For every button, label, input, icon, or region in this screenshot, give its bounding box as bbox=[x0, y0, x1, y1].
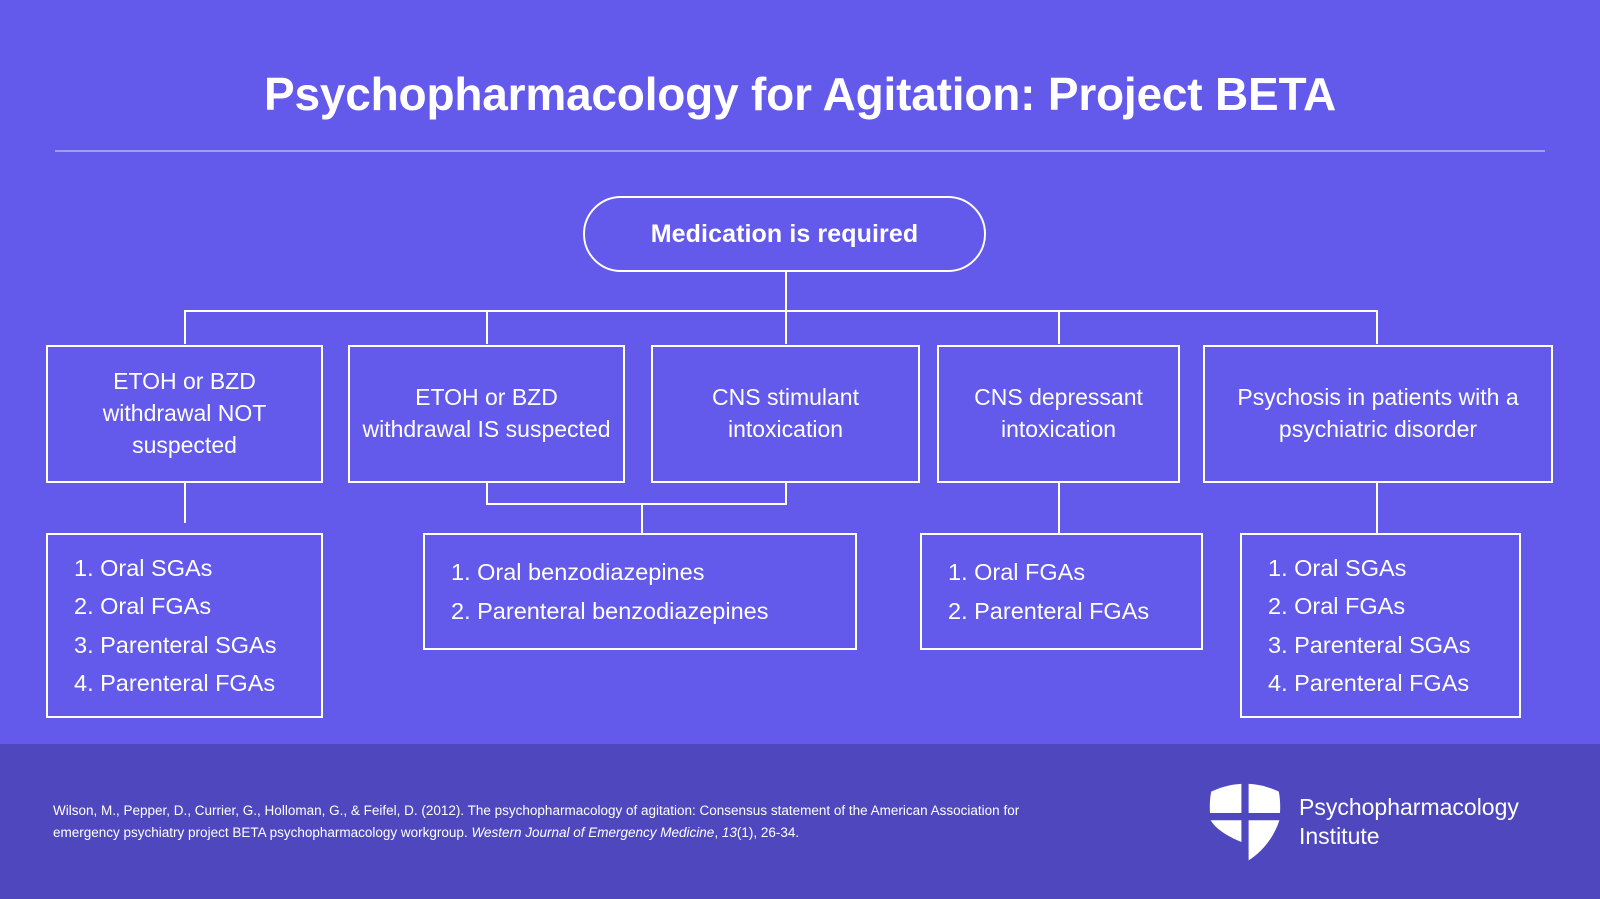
list-item: 1. Oral SGAs bbox=[1268, 555, 1407, 582]
list-item: 2. Parenteral benzodiazepines bbox=[451, 597, 769, 624]
node-cns-stimulant-intoxication[interactable]: CNS stimulant intoxication bbox=[651, 345, 920, 483]
connector-branch1-to-treatment bbox=[184, 483, 186, 523]
title-divider bbox=[55, 150, 1545, 152]
connector-drop-2 bbox=[486, 310, 488, 344]
list-item: 1. Oral benzodiazepines bbox=[451, 559, 705, 586]
list-item: 4. Parenteral FGAs bbox=[74, 669, 276, 696]
connector-drop-1 bbox=[184, 310, 186, 344]
list-item: 3. Parenteral SGAs bbox=[74, 631, 277, 658]
node-etoh-bzd-withdrawal-not-suspected[interactable]: ETOH or BZD withdrawal NOT suspected bbox=[46, 345, 323, 483]
page-title: Psychopharmacology for Agitation: Projec… bbox=[264, 68, 1336, 120]
connector-branch5-to-treatment bbox=[1376, 483, 1378, 533]
citation-part2: , bbox=[714, 824, 722, 840]
brand-logo-text: Psychopharmacology Institute bbox=[1299, 793, 1519, 852]
brand-line-2: Institute bbox=[1299, 823, 1380, 849]
shield-icon bbox=[1209, 783, 1281, 861]
list-item: 1. Oral FGAs bbox=[948, 559, 1086, 586]
brand-logo: Psychopharmacology Institute bbox=[1209, 783, 1519, 861]
citation-part1: Wilson, M., Pepper, D., Currier, G., Hol… bbox=[53, 803, 1020, 840]
connector-merge-bus bbox=[486, 503, 787, 505]
connector-merge-stem bbox=[641, 503, 643, 533]
footer-bar: Wilson, M., Pepper, D., Currier, G., Hol… bbox=[0, 744, 1600, 899]
connector-drop-5 bbox=[1376, 310, 1378, 344]
connector-bus bbox=[184, 310, 1376, 312]
citation-text: Wilson, M., Pepper, D., Currier, G., Hol… bbox=[53, 800, 1053, 844]
connector-branch3-stem bbox=[785, 483, 787, 504]
node-cns-depressant-intoxication[interactable]: CNS depressant intoxication bbox=[937, 345, 1180, 483]
treatment-list-3: 1. Oral FGAs 2. Parenteral FGAs bbox=[922, 535, 1201, 648]
list-item: 4. Parenteral FGAs bbox=[1268, 669, 1470, 696]
list-item: 2. Oral FGAs bbox=[74, 593, 212, 620]
treatment-list-1: 1. Oral SGAs 2. Oral FGAs 3. Parenteral … bbox=[48, 535, 321, 716]
connector-drop-4 bbox=[1058, 310, 1060, 344]
brand-line-1: Psychopharmacology bbox=[1299, 793, 1519, 820]
connector-drop-3 bbox=[785, 310, 787, 344]
connector-branch4-to-treatment bbox=[1058, 483, 1060, 533]
citation-part3: (1), 26-34. bbox=[736, 824, 800, 840]
list-item: 1. Oral SGAs bbox=[74, 555, 213, 582]
list-item: 2. Oral FGAs bbox=[1268, 593, 1406, 620]
node-cns-depressant-treatments[interactable]: 1. Oral FGAs 2. Parenteral FGAs bbox=[920, 533, 1203, 650]
connector-branch2-stem bbox=[486, 483, 488, 504]
node-benzodiazepine-treatments[interactable]: 1. Oral benzodiazepines 2. Parenteral be… bbox=[423, 533, 857, 650]
citation-journal: Western Journal of Emergency Medicine bbox=[471, 824, 715, 840]
list-item: 2. Parenteral FGAs bbox=[948, 597, 1150, 624]
connector-root-stem bbox=[785, 272, 787, 312]
node-withdrawal-not-suspected-treatments[interactable]: 1. Oral SGAs 2. Oral FGAs 3. Parenteral … bbox=[46, 533, 323, 718]
citation-volume: 13 bbox=[721, 824, 737, 840]
node-etoh-bzd-withdrawal-is-suspected[interactable]: ETOH or BZD withdrawal IS suspected bbox=[348, 345, 625, 483]
treatment-list-2: 1. Oral benzodiazepines 2. Parenteral be… bbox=[425, 535, 855, 648]
node-psychosis-psychiatric-disorder[interactable]: Psychosis in patients with a psychiatric… bbox=[1203, 345, 1553, 483]
node-psychosis-treatments[interactable]: 1. Oral SGAs 2. Oral FGAs 3. Parenteral … bbox=[1240, 533, 1521, 718]
node-medication-required[interactable]: Medication is required bbox=[583, 196, 986, 272]
treatment-list-4: 1. Oral SGAs 2. Oral FGAs 3. Parenteral … bbox=[1242, 535, 1519, 716]
list-item: 3. Parenteral SGAs bbox=[1268, 631, 1471, 658]
